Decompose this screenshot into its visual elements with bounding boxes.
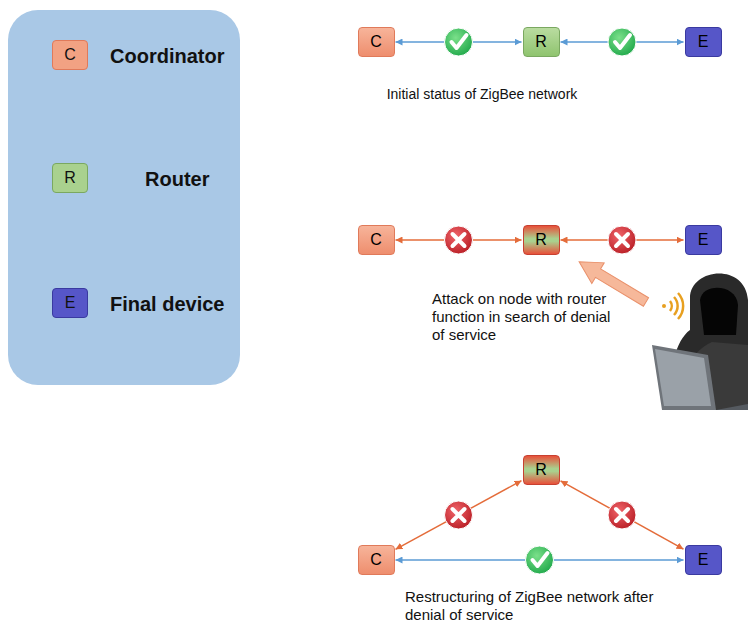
node-letter: R [535, 461, 547, 479]
coordinator-box: C [358, 225, 395, 255]
legend-letter: C [52, 40, 88, 70]
coordinator-box: C [358, 545, 395, 575]
end-device-box: E [685, 225, 722, 255]
ok-icon [608, 28, 636, 56]
attack-note: Attack on node with router function in s… [432, 290, 617, 344]
fail-icon [445, 226, 473, 254]
node-letter: C [370, 551, 382, 569]
legend-letter: E [52, 288, 88, 318]
ok-icon [526, 546, 554, 574]
legend-text: Coordinator [110, 45, 224, 68]
node-letter: R [535, 33, 547, 51]
coordinator-box: C [358, 27, 395, 57]
node-letter: C [370, 231, 382, 249]
ok-icon [445, 28, 473, 56]
link-arrow [396, 481, 522, 550]
legend-letter: R [52, 163, 88, 193]
attacked-router-box: R [523, 455, 560, 485]
caption-text: Initial status of ZigBee network [372, 86, 592, 103]
wifi-symbol [662, 293, 683, 319]
link-arrow [561, 481, 684, 549]
legend-text: Final device [110, 293, 225, 316]
end-device-box: E [685, 545, 722, 575]
legend-text: Router [145, 168, 209, 191]
hacker-figure [652, 273, 748, 410]
fail-icon [608, 501, 636, 529]
node-letter: E [698, 33, 709, 51]
node-letter: E [698, 551, 709, 569]
node-letter: E [698, 231, 709, 249]
fail-icon [445, 501, 473, 529]
legend-panel [8, 10, 240, 385]
end-device-box: E [685, 27, 722, 57]
caption-text: Restructuring of ZigBee network after de… [405, 588, 697, 624]
node-letter: C [370, 33, 382, 51]
attacked-router-box: R [523, 225, 560, 255]
router-box: R [523, 27, 560, 57]
fail-icon [608, 226, 636, 254]
node-letter: R [535, 231, 547, 249]
